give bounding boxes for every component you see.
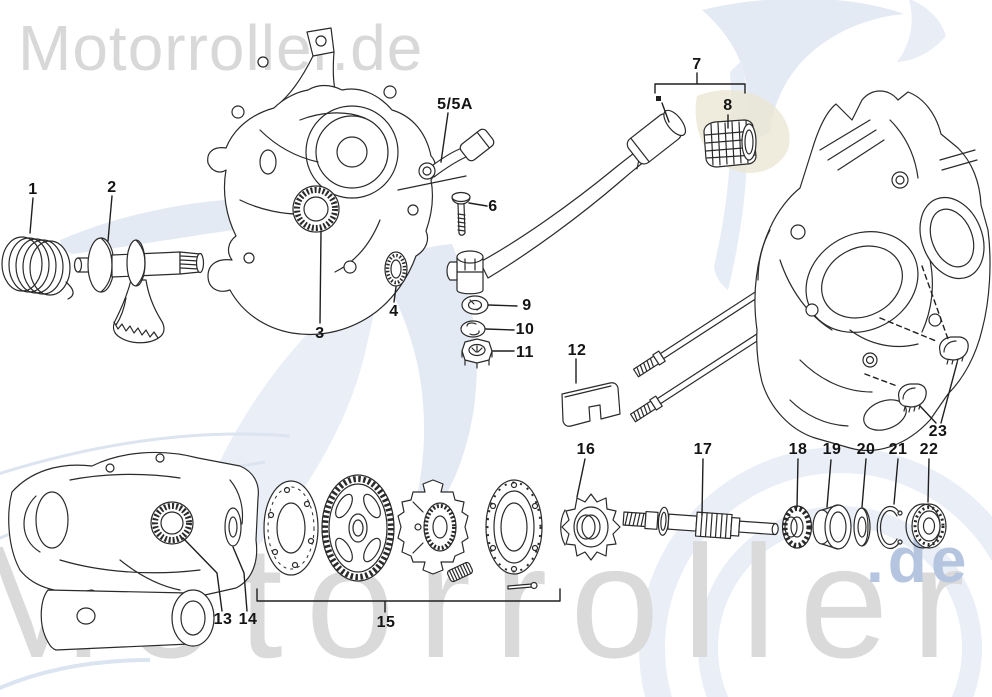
- callout-3: 3: [315, 325, 325, 342]
- watermark-top-left: Motorroller.de: [18, 12, 424, 84]
- crankcase-cover-drawing: [208, 28, 466, 334]
- nut-drawing: [462, 339, 492, 368]
- rubber-pad-a-drawing: [940, 337, 969, 364]
- clutch-spring-drawing: [447, 561, 474, 582]
- callout-23: 23: [928, 423, 948, 440]
- rubber-pad-b-drawing: [899, 384, 927, 412]
- pressure-plate-drawing: [486, 480, 542, 574]
- callout-11: 11: [516, 344, 534, 361]
- callout-1: 1: [28, 181, 38, 198]
- kickstart-shaft-drawing: [75, 238, 204, 343]
- callout-2: 2: [107, 179, 117, 196]
- cover-bushing-drawing: [225, 508, 241, 546]
- bearing-ring-drawing: [293, 186, 339, 232]
- ratchet-cone-drawing: [813, 505, 851, 549]
- bolt-drawing: [452, 193, 470, 236]
- callout-22: 22: [919, 441, 939, 458]
- seal-ring-drawing: [385, 252, 407, 286]
- callout-4: 4: [389, 303, 399, 320]
- kickstart-rubber-drawing: [704, 120, 756, 167]
- circlip-drawing: [877, 507, 902, 549]
- callout-21: 21: [888, 441, 908, 458]
- clutch-group-drawing: [264, 475, 542, 589]
- callout-14: 14: [238, 611, 258, 628]
- swoosh-ring-outer: [639, 447, 992, 697]
- ball-bearing-drawing: [906, 504, 946, 548]
- main-shaft-drawing: [623, 505, 780, 544]
- lock-washer-drawing: [462, 296, 488, 314]
- stop-lever-drawing: [419, 127, 496, 179]
- callout-15: 15: [376, 614, 396, 631]
- callout-20: 20: [856, 441, 876, 458]
- kickstart-lever-drawing: [447, 107, 689, 294]
- callout-17: 17: [693, 441, 713, 458]
- callout-8: 8: [723, 97, 733, 114]
- swoosh-center-main: [378, 244, 477, 548]
- clutch-pin-drawing: [508, 583, 537, 590]
- callout-16: 16: [576, 441, 596, 458]
- callout-6: 6: [488, 198, 498, 215]
- callout-10: 10: [515, 321, 535, 338]
- clutch-center-drawing: [398, 480, 468, 574]
- clutch-disc-drawing: [264, 481, 318, 575]
- thrust-washer-drawing: [854, 508, 870, 546]
- leader-lines: [30, 73, 957, 612]
- plate-drawing: [562, 383, 620, 427]
- callout-13: 13: [213, 611, 233, 628]
- callout-dot: [656, 96, 661, 101]
- starter-gear-drawing: [561, 494, 620, 560]
- callout-5-5a: 5/5A: [437, 96, 473, 113]
- swoosh-curve-a: [0, 432, 291, 476]
- callout-18: 18: [788, 441, 808, 458]
- spring-washer-drawing: [461, 321, 485, 337]
- swoosh-curve-c: [0, 658, 151, 691]
- kickstart-spring-drawing: [2, 237, 73, 299]
- cover-bearing-drawing: [151, 502, 193, 544]
- engine-crankcase-drawing: [755, 91, 992, 450]
- callout-7: 7: [692, 56, 702, 73]
- callout-12: 12: [567, 342, 587, 359]
- transmission-cover-drawing: [9, 452, 259, 650]
- primary-gear-drawing: [322, 475, 394, 581]
- small-gear-drawing: [783, 506, 812, 548]
- callout-19: 19: [822, 441, 842, 458]
- swoosh-top-right-small: [897, 0, 946, 62]
- callout-9: 9: [522, 297, 532, 314]
